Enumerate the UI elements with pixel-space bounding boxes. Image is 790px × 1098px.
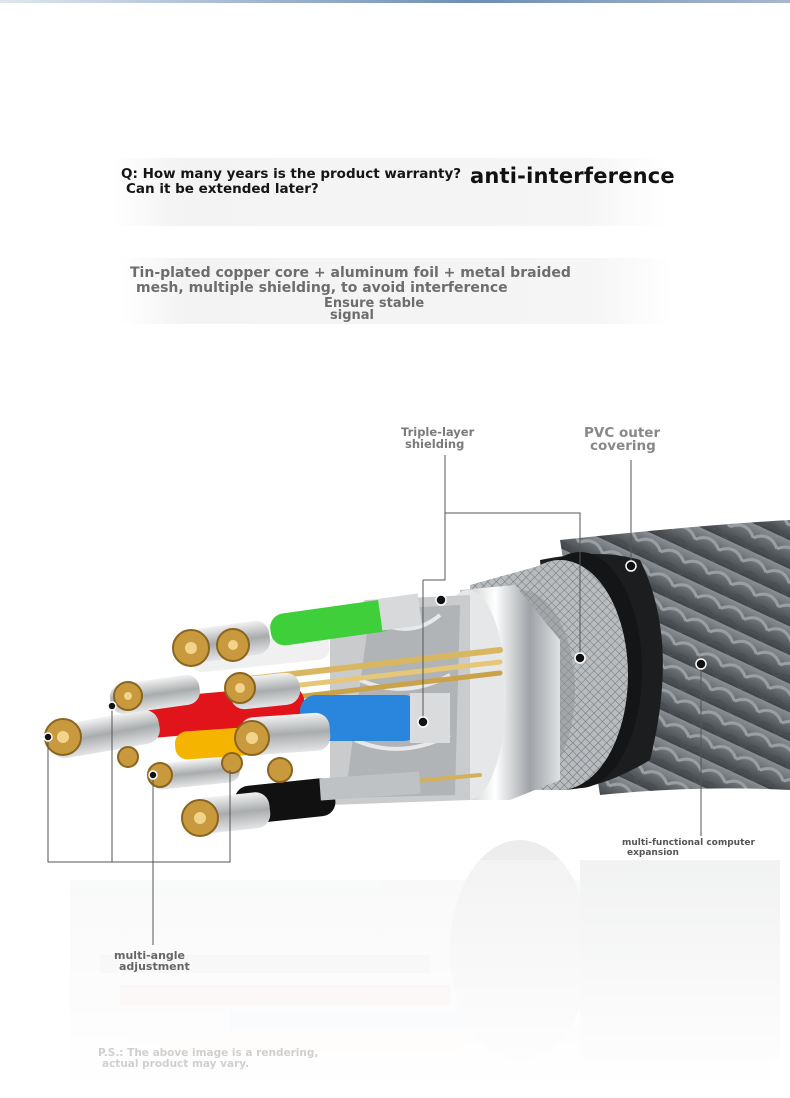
callout-expansion-line-2: expansion [627,848,679,858]
callout-adjustment-line-1: multi-angle [114,949,186,962]
disclaimer-line-2: actual product may vary. [102,1058,250,1070]
description-line-3: Ensure stable [324,296,425,311]
top-accent-line [0,0,790,3]
callout-shielding-line-1: Triple-layer [401,425,475,439]
insulated-wires [50,593,450,834]
core-strand-detail [57,640,258,824]
description-line-2: mesh, multiple shielding, to avoid inter… [136,280,508,296]
callout-pvc-line-1: PVC outer [584,425,661,441]
question-panel [112,158,667,226]
description-line-1: Tin-plated copper core + aluminum foil +… [130,265,571,281]
callout-lines [47,455,702,945]
question-line-2: Can it be extended later? [126,181,319,197]
callout-shielding-line-2: shielding [405,437,465,451]
headline: anti-interference [470,164,675,188]
question-line-1: Q: How many years is the product warrant… [121,166,462,182]
description-line-4: signal [330,308,374,323]
disclaimer-line-1: P.S.: The above image is a rendering, [98,1047,319,1059]
callout-expansion-line-1: multi-functional computer [622,838,755,848]
callout-dots [43,560,707,780]
description-panel [120,258,672,324]
callout-pvc-line-2: covering [590,438,656,454]
callout-adjustment-line-2: adjustment [119,960,190,973]
